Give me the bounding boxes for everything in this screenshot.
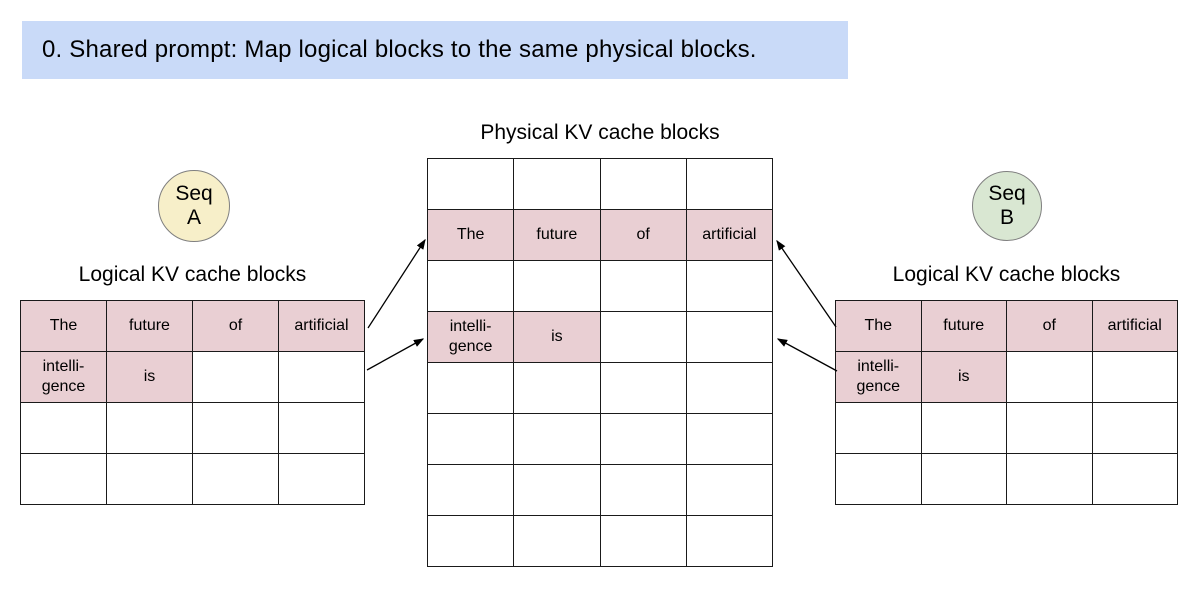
cell-r4c3: [685, 362, 774, 414]
cell-r6c1: [513, 464, 601, 516]
shared-prompt-banner: 0. Shared prompt: Map logical blocks to …: [22, 21, 848, 79]
seq-b-badge: Seq B: [972, 171, 1042, 241]
cell-r3c2: [192, 453, 279, 505]
cell-r2c1: [106, 402, 193, 454]
cell-r0c1: future: [920, 300, 1007, 352]
cell-r0c0: The: [835, 300, 922, 352]
cell-r7c1: [513, 515, 601, 567]
cell-r5c3: [685, 413, 774, 465]
cell-r2c3: [278, 402, 365, 454]
cell-r4c1: [513, 362, 601, 414]
cell-r3c3: [1091, 453, 1178, 505]
cell-r2c1: [513, 260, 601, 312]
cell-r1c2: of: [599, 209, 687, 261]
cell-r5c0: [426, 413, 515, 465]
cell-r2c3: [1091, 402, 1178, 454]
cell-r0c2: of: [192, 300, 279, 352]
cell-r7c2: [599, 515, 687, 567]
logical-blocks-label-seq-b: Logical KV cache blocks: [892, 263, 1121, 286]
cell-r2c2: [599, 260, 687, 312]
cell-r7c0: [426, 515, 515, 567]
cell-r3c3: [278, 453, 365, 505]
physical-blocks-label: Physical KV cache blocks: [480, 121, 720, 144]
cell-r3c0: [835, 453, 922, 505]
logical-blocks-label-seq-a: Logical KV cache blocks: [78, 263, 307, 286]
cell-r0c0: The: [20, 300, 107, 352]
cell-r0c3: artificial: [1091, 300, 1178, 352]
cell-r3c2: [1006, 453, 1093, 505]
arrow-seq-b-block1-to-physical: [776, 338, 838, 372]
cell-r0c2: of: [1006, 300, 1093, 352]
cell-r0c3: artificial: [278, 300, 365, 352]
cell-r2c2: [1006, 402, 1093, 454]
arrow-seq-a-block0-to-physical: [367, 238, 426, 329]
cell-r0c1: [513, 158, 601, 210]
cell-r0c2: [599, 158, 687, 210]
cell-r3c1: is: [513, 311, 601, 363]
cell-r1c1: future: [513, 209, 601, 261]
cell-r5c1: [513, 413, 601, 465]
cell-r1c0: intelli- gence: [20, 351, 107, 403]
cell-r3c0: [20, 453, 107, 505]
arrow-seq-b-block0-to-physical: [776, 239, 837, 328]
cell-r2c0: [426, 260, 515, 312]
cell-r2c2: [192, 402, 279, 454]
arrow-seq-a-block1-to-physical: [366, 338, 425, 371]
cell-r4c0: [426, 362, 515, 414]
cell-r1c0: The: [426, 209, 515, 261]
cell-r0c0: [426, 158, 515, 210]
cell-r5c2: [599, 413, 687, 465]
cell-r6c2: [599, 464, 687, 516]
cell-r2c0: [20, 402, 107, 454]
cell-r1c0: intelli- gence: [835, 351, 922, 403]
cell-r0c3: [685, 158, 774, 210]
cell-r1c3: artificial: [685, 209, 774, 261]
cell-r3c2: [599, 311, 687, 363]
cell-r6c3: [685, 464, 774, 516]
cell-r3c3: [685, 311, 774, 363]
cell-r3c0: intelli- gence: [426, 311, 515, 363]
cell-r0c1: future: [106, 300, 193, 352]
cell-r7c3: [685, 515, 774, 567]
cell-r2c1: [920, 402, 1007, 454]
cell-r2c3: [685, 260, 774, 312]
cell-r1c2: [192, 351, 279, 403]
cell-r6c0: [426, 464, 515, 516]
cell-r2c0: [835, 402, 922, 454]
cell-r4c2: [599, 362, 687, 414]
cell-r1c1: is: [106, 351, 193, 403]
cell-r3c1: [920, 453, 1007, 505]
cell-r1c3: [278, 351, 365, 403]
slide-title: 0. Shared prompt: Map logical blocks to …: [42, 36, 757, 63]
cell-r1c2: [1006, 351, 1093, 403]
cell-r3c1: [106, 453, 193, 505]
cell-r1c3: [1091, 351, 1178, 403]
seq-a-badge: Seq A: [158, 170, 230, 242]
cell-r1c1: is: [920, 351, 1007, 403]
